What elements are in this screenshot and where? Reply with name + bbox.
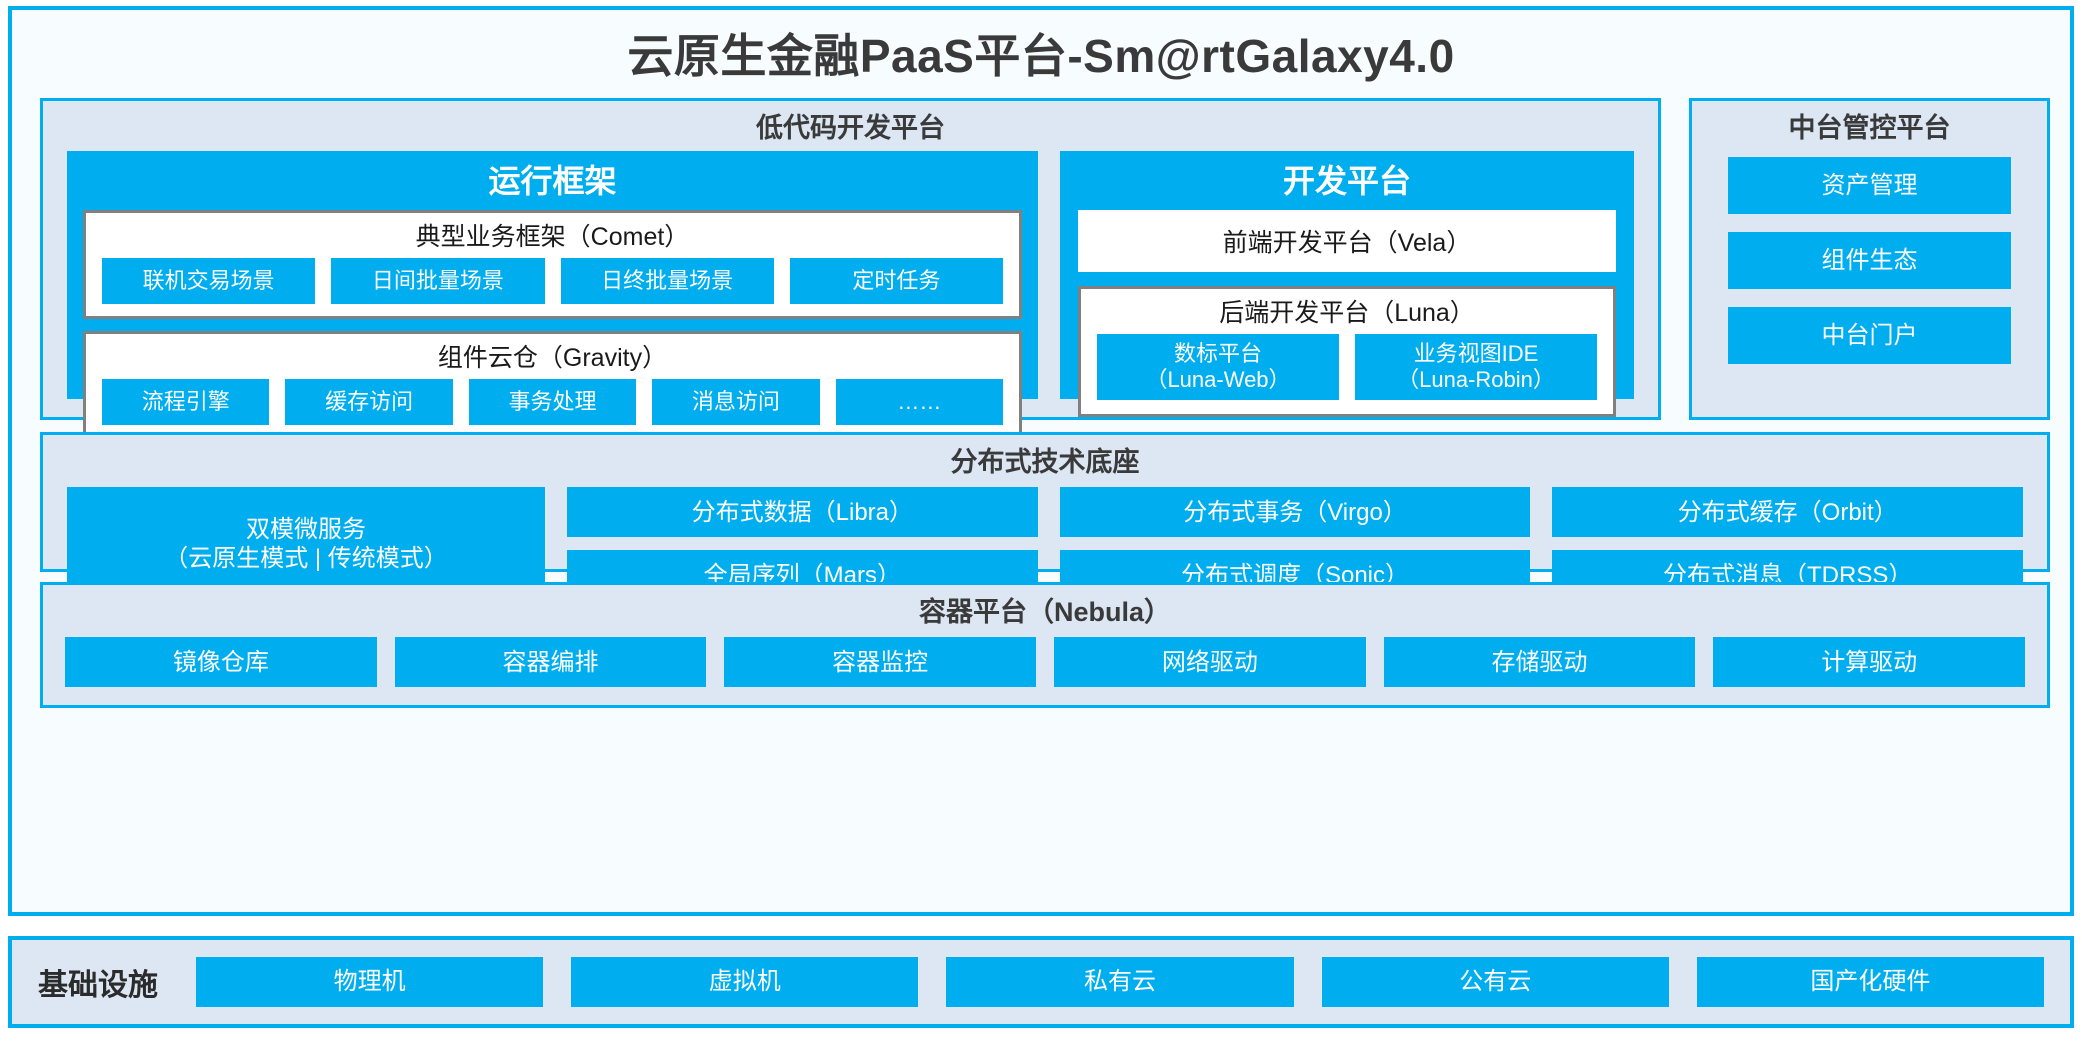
comet-item[interactable]: 定时任务 [789,258,1003,305]
luna-item-robin-code: （Luna-Robin） [1397,367,1555,393]
infrastructure-item-private-cloud[interactable]: 私有云 [946,957,1294,1007]
container-item-orchestration[interactable]: 容器编排 [394,637,707,688]
infrastructure-item-row: 物理机 虚拟机 私有云 公有云 国产化硬件 [196,957,2045,1007]
comet-box: 典型业务框架（Comet） 联机交易场景 日间批量场景 日终批量场景 定时任务 [83,210,1022,320]
comet-item[interactable]: 联机交易场景 [102,258,316,305]
luna-title: 后端开发平台（Luna） [1219,299,1475,328]
infrastructure-item-physical[interactable]: 物理机 [196,957,544,1007]
infrastructure-item-virtual[interactable]: 虚拟机 [571,957,919,1007]
lowcode-platform-panel: 低代码开发平台 运行框架 典型业务框架（Comet） 联机交易场景 日间批量场景… [40,98,1661,441]
gravity-item[interactable]: 事务处理 [468,379,637,426]
comet-item[interactable]: 日间批量场景 [331,258,545,305]
row-lowcode-and-midctrl: 低代码开发平台 运行框架 典型业务框架（Comet） 联机交易场景 日间批量场景… [40,98,2050,441]
gravity-item[interactable]: 缓存访问 [285,379,453,426]
container-item-registry[interactable]: 镜像仓库 [65,637,377,688]
luna-item-robin[interactable]: 业务视图IDE （Luna-Robin） [1355,334,1597,401]
container-platform-panel: 容器平台（Nebula） 镜像仓库 容器编排 容器监控 网络驱动 存储驱动 计算… [40,582,2050,708]
page-title: 云原生金融PaaS平台-Sm@rtGalaxy4.0 [627,30,1455,82]
distributed-item-orbit[interactable]: 分布式缓存（Orbit） [1552,487,2024,538]
comet-title: 典型业务框架（Comet） [415,223,690,252]
development-platform-title: 开发平台 [1282,163,1411,199]
container-item-row: 镜像仓库 容器编排 容器监控 网络驱动 存储驱动 计算驱动 [43,637,2047,701]
midctrl-item-list: 资产管理 组件生态 中台门户 [1692,153,2047,365]
midctrl-platform-panel: 中台管控平台 资产管理 组件生态 中台门户 [1689,98,2050,420]
comet-chip-row: 联机交易场景 日间批量场景 日终批量场景 定时任务 [86,258,1019,305]
luna-item-web-code: （Luna-Web） [1145,367,1291,393]
gravity-item-more[interactable]: …… [835,379,1004,426]
distributed-base-panel: 分布式技术底座 双模微服务 （云原生模式 | 传统模式） 分布式数据（Libra… [40,432,2050,601]
gravity-chip-row: 流程引擎 缓存访问 事务处理 消息访问 …… [86,379,1019,426]
dual-mode-microservice-column: 双模微服务 （云原生模式 | 传统模式） [67,487,545,601]
midctrl-item-asset[interactable]: 资产管理 [1728,157,2011,215]
luna-chip-row: 数标平台 （Luna-Web） 业务视图IDE （Luna-Robin） [1081,334,1613,401]
dual-mode-microservice-modes: （云原生模式 | 传统模式） [164,544,448,572]
infrastructure-bar: 基础设施 物理机 虚拟机 私有云 公有云 国产化硬件 [8,936,2074,1028]
lowcode-platform-title: 低代码开发平台 [756,113,945,143]
luna-item-web[interactable]: 数标平台 （Luna-Web） [1097,334,1339,401]
comet-item[interactable]: 日终批量场景 [560,258,774,305]
container-item-monitoring[interactable]: 容器监控 [724,637,1037,688]
luna-box: 后端开发平台（Luna） 数标平台 （Luna-Web） 业务视图IDE （Lu… [1078,286,1616,418]
gravity-title: 组件云仓（Gravity） [437,344,668,373]
distributed-column-1: 分布式数据（Libra） 全局序列（Mars） [567,487,1038,601]
development-platform-block: 开发平台 前端开发平台（Vela） 后端开发平台（Luna） 数标平台 （Lun… [1060,151,1634,418]
container-item-compute-driver[interactable]: 计算驱动 [1713,637,2026,688]
distributed-item-libra[interactable]: 分布式数据（Libra） [567,487,1038,538]
main-frame: 云原生金融PaaS平台-Sm@rtGalaxy4.0 低代码开发平台 运行框架 … [8,6,2074,916]
luna-item-web-name: 数标平台 [1173,340,1262,366]
container-item-storage-driver[interactable]: 存储驱动 [1383,637,1696,688]
luna-item-robin-name: 业务视图IDE [1413,340,1539,366]
midctrl-platform-title: 中台管控平台 [1788,113,1951,143]
runtime-framework-title: 运行框架 [488,163,617,199]
infrastructure-item-domestic-hardware[interactable]: 国产化硬件 [1696,957,2045,1007]
container-platform-title: 容器平台（Nebula） [918,597,1172,627]
dual-mode-microservice-name: 双模微服务 [246,515,366,543]
gravity-item[interactable]: 消息访问 [652,379,820,426]
vela-box[interactable]: 前端开发平台（Vela） [1078,210,1616,273]
container-item-network-driver[interactable]: 网络驱动 [1054,637,1366,688]
infrastructure-label: 基础设施 [38,969,158,1002]
midctrl-item-portal[interactable]: 中台门户 [1728,307,2011,365]
dual-mode-microservice[interactable]: 双模微服务 （云原生模式 | 传统模式） [67,487,545,601]
distributed-base-title: 分布式技术底座 [950,447,1140,477]
gravity-box: 组件云仓（Gravity） 流程引擎 缓存访问 事务处理 消息访问 …… [83,331,1022,441]
infrastructure-item-public-cloud[interactable]: 公有云 [1321,957,1669,1007]
runtime-framework-block: 运行框架 典型业务框架（Comet） 联机交易场景 日间批量场景 日终批量场景 … [67,151,1038,441]
distributed-item-virgo[interactable]: 分布式事务（Virgo） [1059,487,1531,538]
gravity-item[interactable]: 流程引擎 [102,379,270,426]
midctrl-item-component[interactable]: 组件生态 [1728,232,2011,290]
